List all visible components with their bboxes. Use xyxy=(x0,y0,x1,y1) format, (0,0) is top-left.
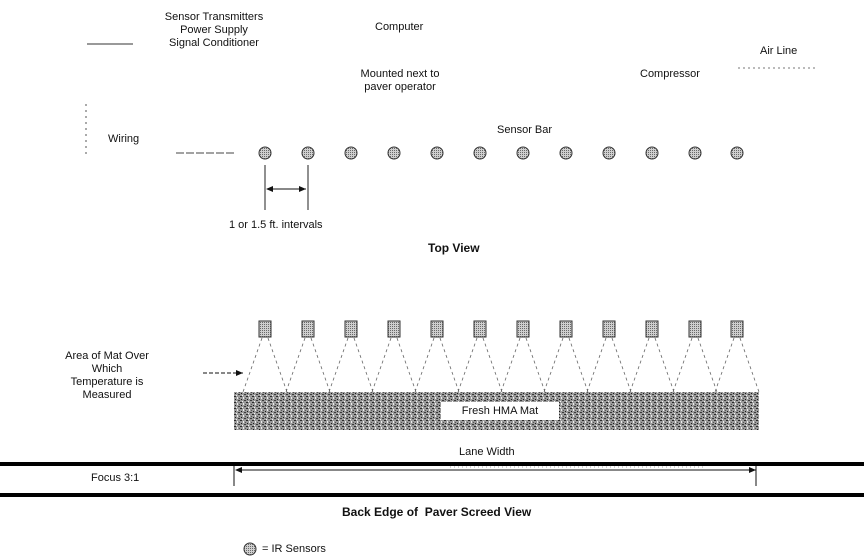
ir-sensor-head xyxy=(387,320,401,338)
top-view-title: Top View xyxy=(428,241,480,255)
sensor-bar xyxy=(258,146,744,160)
ir-sensor-head xyxy=(258,320,272,338)
ir-sensor-head xyxy=(730,320,744,338)
sensor-equipment-label: Sensor Transmitters Power Supply Signal … xyxy=(164,11,264,49)
back-view-title: Back Edge of Paver Screed View xyxy=(342,505,532,519)
ir-sensor-head xyxy=(559,320,573,338)
ir-sensor-head xyxy=(516,320,530,338)
ir-sensor xyxy=(602,146,616,160)
ir-sensor xyxy=(473,146,487,160)
ir-sensor xyxy=(387,146,401,160)
legend-sensor-icon xyxy=(243,542,257,556)
wiring-label: Wiring xyxy=(108,133,140,145)
computer-mount-label: Mounted next to paver operator xyxy=(360,68,440,93)
lane-width-label: Lane Width xyxy=(459,446,515,458)
ir-sensor-head xyxy=(473,320,487,338)
sensor-bar-label: Sensor Bar xyxy=(497,124,553,136)
ir-sensor xyxy=(645,146,659,160)
hma-mat-label-box xyxy=(441,402,559,420)
interval-dimension xyxy=(264,165,309,210)
ir-sensor-head xyxy=(645,320,659,338)
ir-sensor xyxy=(301,146,315,160)
interval-label: 1 or 1.5 ft. intervals xyxy=(229,219,323,231)
ir-sensor xyxy=(516,146,530,160)
ir-sensor xyxy=(688,146,702,160)
mat-label: Fresh HMA Mat xyxy=(461,405,539,417)
ir-sensor-head xyxy=(602,320,616,338)
ir-sensor xyxy=(559,146,573,160)
area-of-mat-label: Area of Mat Over Which Temperature is Me… xyxy=(65,350,149,401)
ir-sensor xyxy=(730,146,744,160)
computer-label: Computer xyxy=(375,21,424,33)
ir-sensor-head xyxy=(344,320,358,338)
ir-sensor xyxy=(258,146,272,160)
legend-ir-sensor-label: = IR Sensors xyxy=(262,543,326,555)
ir-sensor xyxy=(344,146,358,160)
sensor-view-cones xyxy=(242,337,760,393)
ir-sensor-head xyxy=(301,320,315,338)
sensor-heads xyxy=(258,320,744,338)
ir-sensor-head xyxy=(430,320,444,338)
focus-label: Focus 3:1 xyxy=(91,472,140,484)
ir-sensor-head xyxy=(688,320,702,338)
ir-sensor xyxy=(430,146,444,160)
air-line-label: Air Line xyxy=(760,45,798,57)
compressor-label: Compressor xyxy=(640,68,700,80)
